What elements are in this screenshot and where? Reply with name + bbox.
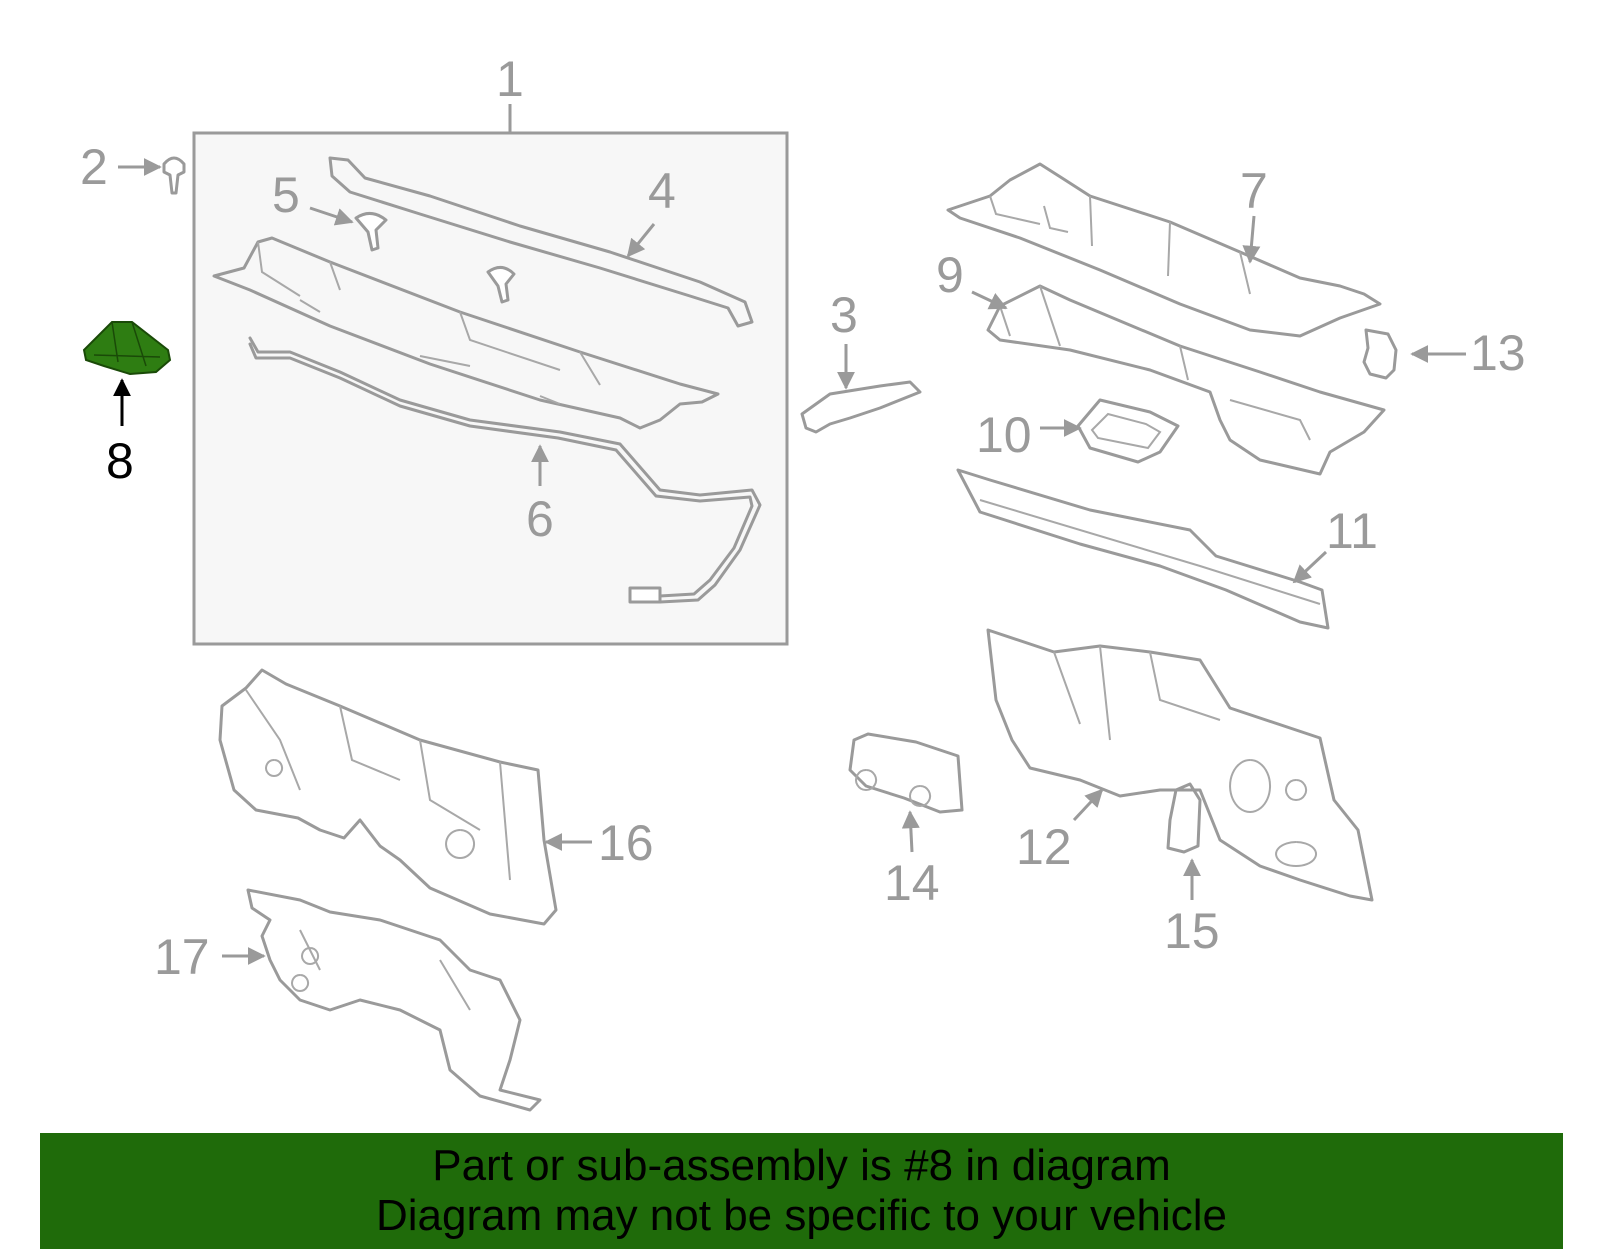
- part-5-clip: [354, 212, 388, 252]
- part-14-bracket: [848, 732, 964, 814]
- callout-8: 8: [106, 433, 134, 489]
- callout-6: 6: [526, 491, 554, 547]
- part-clip-b: [486, 266, 516, 304]
- part-12-dash: [986, 628, 1374, 902]
- part-9-cowl: [986, 284, 1386, 476]
- callout-11: 11: [1326, 503, 1378, 559]
- part-8-highlighted: [82, 321, 172, 376]
- callout-13: 13: [1470, 325, 1526, 381]
- callout-5: 5: [272, 167, 300, 223]
- callout-1: 1: [496, 51, 524, 107]
- part-17-insulator: [246, 888, 542, 1112]
- callout-7: 7: [1240, 163, 1268, 219]
- part-2-pin: [162, 156, 186, 195]
- assembly-box: [192, 131, 789, 646]
- callout-2: 2: [80, 139, 108, 195]
- leader-9: [971, 290, 1008, 310]
- callout-12: 12: [1016, 819, 1072, 875]
- part-15-bracket: [1166, 782, 1202, 854]
- callout-16: 16: [598, 815, 654, 871]
- banner-line-1: Part or sub-assembly is #8 in diagram: [432, 1141, 1171, 1190]
- part-13-clip: [1362, 328, 1398, 380]
- part-6-hose: [248, 336, 762, 604]
- info-banner: Part or sub-assembly is #8 in diagram Di…: [40, 1133, 1563, 1249]
- leader-14: [901, 810, 920, 853]
- callout-10: 10: [976, 407, 1032, 463]
- banner-line-2: Diagram may not be specific to your vehi…: [375, 1191, 1228, 1240]
- callout-15: 15: [1164, 903, 1220, 959]
- part-10-box: [1076, 398, 1180, 464]
- part-16-dash: [218, 668, 558, 926]
- callout-4: 4: [648, 163, 676, 219]
- cowl-panel: [212, 236, 720, 430]
- callout-3: 3: [830, 287, 858, 343]
- callout-9: 9: [936, 247, 964, 303]
- leader-11: [1292, 550, 1328, 584]
- part-11-rail: [956, 468, 1330, 630]
- leader-5: [309, 206, 354, 226]
- leader-7: [1242, 215, 1261, 264]
- callout-14: 14: [884, 855, 940, 911]
- part-3-bracket: [800, 380, 922, 434]
- leader-12: [1072, 788, 1104, 822]
- callout-17: 17: [154, 929, 210, 985]
- part-7-cowl: [946, 162, 1382, 338]
- part-4-seal: [328, 156, 754, 328]
- leader-4: [626, 223, 656, 258]
